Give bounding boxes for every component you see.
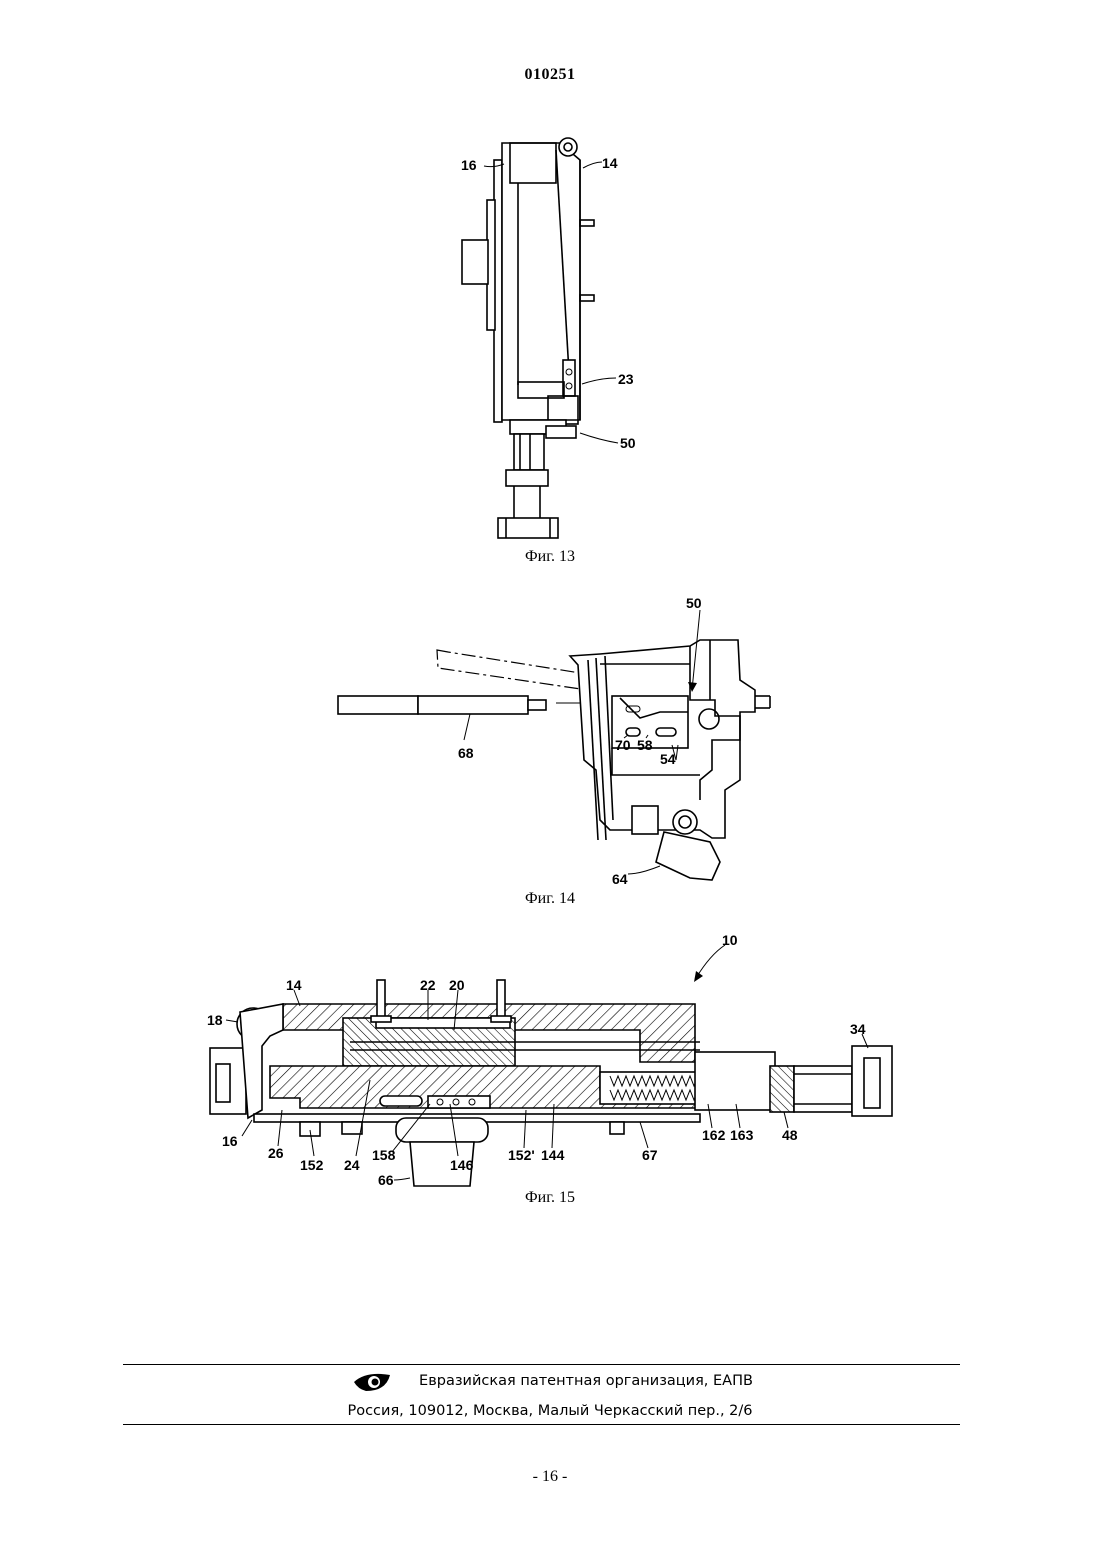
- fig15-label-20: 20: [449, 977, 465, 993]
- figure-14-caption: Фиг. 14: [0, 890, 1100, 908]
- page-number: - 16 -: [0, 1468, 1100, 1486]
- footer-bottom-rule: [123, 1424, 960, 1425]
- figure-13-drawing: 16 14 23 50: [0, 0, 1100, 560]
- fig15-label-34: 34: [850, 1021, 866, 1037]
- fig13-label-14: 14: [602, 155, 618, 171]
- fig15-label-18: 18: [207, 1012, 223, 1028]
- fig14-label-64: 64: [612, 871, 628, 887]
- fig14-label-70: 70: [615, 737, 631, 753]
- fig13-label-16: 16: [461, 157, 477, 173]
- fig15-label-22: 22: [420, 977, 436, 993]
- fig14-label-50: 50: [686, 595, 702, 611]
- footer-top-rule: [123, 1364, 960, 1365]
- footer-organization: Евразийская патентная организация, ЕАПВ: [0, 1373, 1100, 1389]
- fig15-label-48: 48: [782, 1127, 798, 1143]
- figure-15-drawing: 10 14 22 20 18 34 16 26 152 24 158 146 1…: [0, 925, 1100, 1195]
- fig15-label-163: 163: [730, 1127, 754, 1143]
- fig15-label-66: 66: [378, 1172, 394, 1188]
- fig15-label-26: 26: [268, 1145, 284, 1161]
- fig14-label-54: 54: [660, 751, 676, 767]
- fig14-label-58: 58: [637, 737, 653, 753]
- fig15-label-162: 162: [702, 1127, 726, 1143]
- figure-14-drawing: 50 68 70 58 54 64: [0, 590, 1100, 890]
- figure-15-caption: Фиг. 15: [0, 1189, 1100, 1207]
- fig15-label-10: 10: [722, 932, 738, 948]
- fig15-label-24: 24: [344, 1157, 360, 1173]
- footer-address: Россия, 109012, Москва, Малый Черкасский…: [0, 1403, 1100, 1419]
- figure-13-caption: Фиг. 13: [0, 548, 1100, 566]
- fig15-label-146: 146: [450, 1157, 474, 1173]
- fig13-label-50: 50: [620, 435, 636, 451]
- fig15-label-152-prime: 152': [508, 1147, 535, 1163]
- fig15-label-14: 14: [286, 977, 302, 993]
- fig15-label-152: 152: [300, 1157, 324, 1173]
- fig15-label-144: 144: [541, 1147, 565, 1163]
- fig15-label-16: 16: [222, 1133, 238, 1149]
- fig14-label-68: 68: [458, 745, 474, 761]
- fig15-label-67: 67: [642, 1147, 658, 1163]
- fig13-label-23: 23: [618, 371, 634, 387]
- fig15-label-158: 158: [372, 1147, 396, 1163]
